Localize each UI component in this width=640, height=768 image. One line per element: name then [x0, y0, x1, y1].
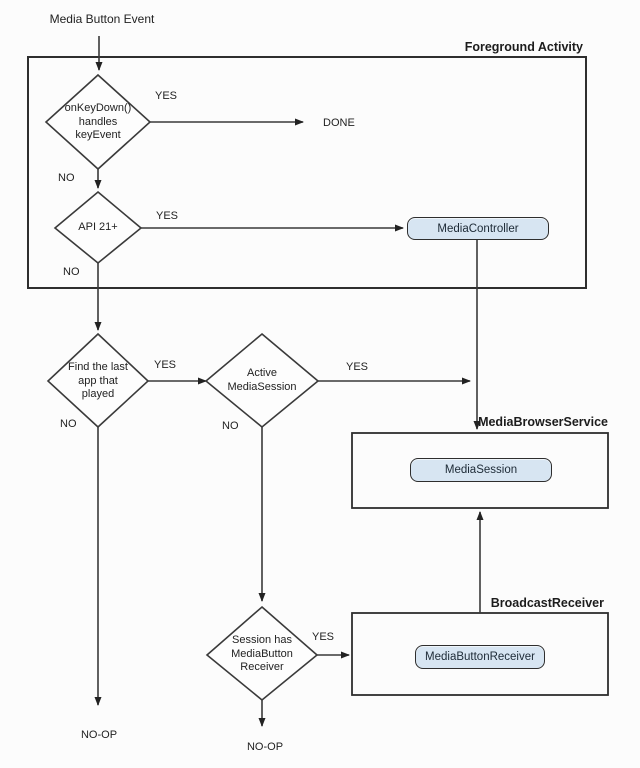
media-browser-service-label: MediaBrowserService: [478, 415, 608, 429]
media-session-node: MediaSession: [410, 458, 552, 482]
edge-label-find-no: NO: [60, 418, 77, 430]
edge-label-onkeydown-yes: YES: [155, 90, 178, 102]
decision-findapp-label: Find the last app that played: [68, 361, 128, 400]
terminal-noop-left: NO-OP: [80, 729, 118, 741]
edge-label-api21-yes: YES: [156, 210, 179, 222]
media-button-receiver-label: MediaButtonReceiver: [425, 651, 535, 663]
edge-label-done: DONE: [323, 117, 355, 129]
broadcast-receiver-label: BroadcastReceiver: [490, 596, 604, 610]
media-session-label: MediaSession: [444, 464, 518, 476]
decision-api21-label: API 21+: [78, 221, 118, 233]
terminal-noop-right: NO-OP: [246, 741, 284, 753]
foreground-activity-label: Foreground Activity: [464, 40, 583, 54]
edge-label-active-no: NO: [222, 420, 239, 432]
decision-onkeydown-shape: [44, 73, 152, 171]
decision-activesession-shape: [204, 332, 320, 429]
edge-label-find-yes: YES: [154, 359, 177, 371]
media-controller-node: MediaController: [407, 217, 549, 240]
decision-session-label: Session has MediaButton Receiver: [231, 634, 293, 673]
media-controller-label: MediaController: [437, 222, 519, 235]
start-label: Media Button Event: [49, 12, 155, 26]
decision-session-shape: [205, 605, 319, 702]
edge-label-active-yes: YES: [346, 361, 369, 373]
decision-findapp-shape: [46, 332, 150, 429]
decision-onkeydown-label: onKeyDown() handles keyEvent: [64, 102, 132, 141]
media-browser-service-box: [351, 432, 609, 509]
edge-label-api21-no: NO: [63, 266, 80, 278]
foreground-activity-box: [27, 56, 587, 289]
decision-api21-shape: [53, 190, 143, 265]
edge-label-onkeydown-no: NO: [58, 172, 75, 184]
media-button-receiver-node: MediaButtonReceiver: [415, 645, 545, 669]
decision-activesession-label: Active MediaSession: [227, 367, 297, 393]
edge-label-session-yes: YES: [312, 631, 335, 643]
